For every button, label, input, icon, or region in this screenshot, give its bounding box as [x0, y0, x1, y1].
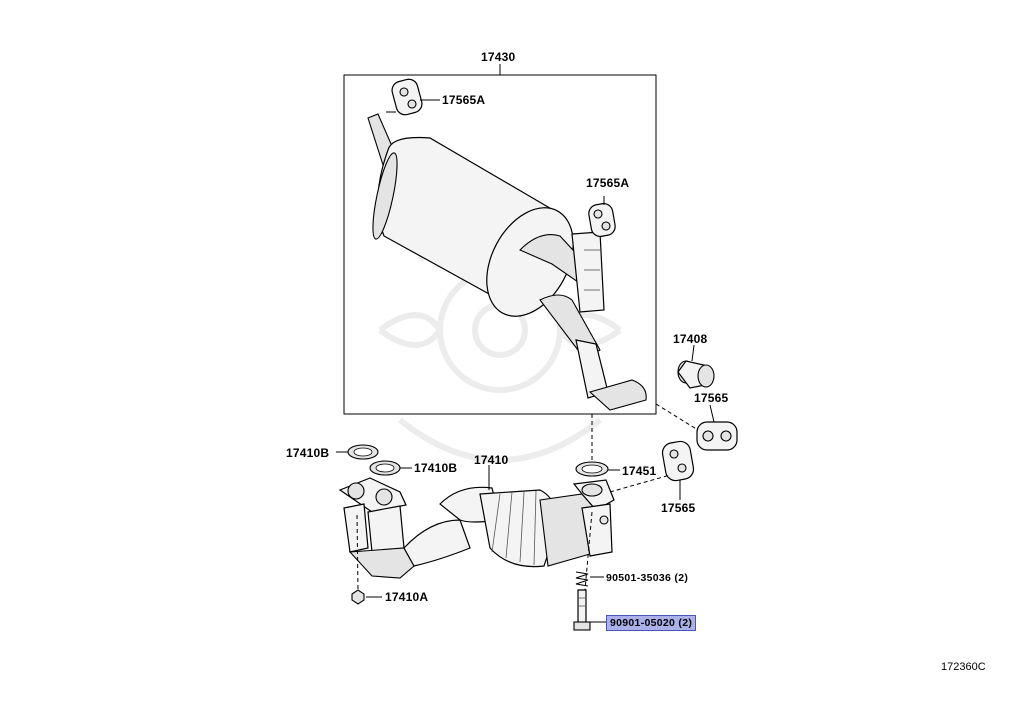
callout-17565A-mid: 17565A — [586, 176, 630, 190]
gasket-17451 — [575, 461, 620, 477]
hanger-17565-lower — [661, 440, 695, 500]
hanger-17565A-mid — [588, 196, 616, 238]
callout-17410B-left: 17410B — [286, 446, 330, 460]
callout-17410B-right: 17410B — [414, 461, 458, 475]
dashed-link-nut — [356, 514, 359, 591]
dashed-link-hanger-lower — [609, 474, 671, 493]
callout-17410: 17410 — [474, 453, 509, 467]
callout-90501: 90501-35036 (2) — [606, 572, 689, 584]
callout-17410A: 17410A — [385, 590, 429, 604]
nut-17410A — [351, 589, 382, 605]
dashed-link-hanger-upper — [655, 403, 699, 431]
callout-17430: 17430 — [481, 50, 516, 64]
ring-17408 — [677, 344, 715, 389]
callout-90901-highlighted[interactable]: 90901-05020 (2) — [606, 615, 697, 631]
callout-17565A-top: 17565A — [442, 93, 486, 107]
spring-90501 — [575, 571, 604, 587]
callout-17451: 17451 — [622, 464, 657, 478]
hanger-17565-upper — [696, 404, 738, 451]
muffler — [367, 111, 647, 411]
callout-17565-lower: 17565 — [661, 501, 696, 515]
stud-bolt-90901 — [573, 589, 606, 631]
gasket-17410B-right — [369, 460, 412, 476]
dashed-link-bolt — [584, 511, 593, 591]
hanger-17565A-top — [391, 78, 440, 116]
callout-17408: 17408 — [673, 332, 708, 346]
callout-17565-upper: 17565 — [694, 391, 729, 405]
gasket-17410B-left — [336, 444, 379, 460]
front-pipe-17410 — [338, 465, 615, 579]
diagram-code: 172360C — [941, 661, 986, 673]
